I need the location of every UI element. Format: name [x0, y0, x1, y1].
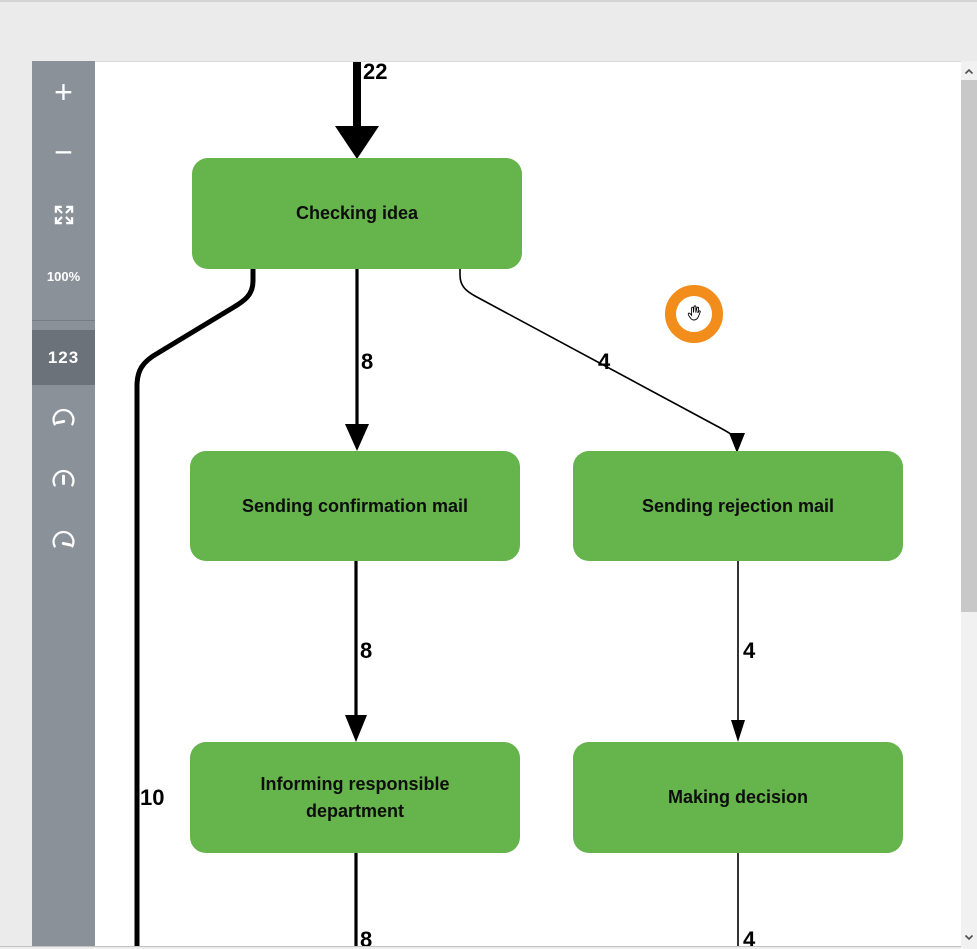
edge-label: 4: [598, 349, 611, 374]
edge-informing-down: 8: [354, 853, 372, 946]
performance-gauge-mid-button[interactable]: [32, 456, 95, 506]
edge-confirmation-to-informing: 8: [345, 561, 372, 742]
gauge-needle-left-icon: [52, 408, 75, 426]
process-diagram-canvas[interactable]: 22 8 4 10 8: [95, 61, 961, 946]
node-making-decision[interactable]: Making decision: [573, 742, 903, 853]
chevron-down-icon: [964, 934, 974, 940]
process-edges-layer: 22 8 4 10 8: [134, 62, 756, 946]
node-label: Sending rejection mail: [641, 495, 835, 516]
edge-label: 8: [360, 638, 372, 663]
chevron-up-icon: [964, 68, 974, 74]
edge-decision-down: 4: [737, 853, 756, 946]
edge-label: 8: [361, 349, 373, 374]
toolbar-divider: [32, 320, 95, 321]
node-label: Checking idea: [295, 203, 419, 223]
node-checking-idea[interactable]: Checking idea: [192, 158, 522, 269]
fit-to-screen-icon: [54, 205, 73, 225]
view-toolbar: + − 100% 123: [32, 61, 95, 949]
frequency-view-button[interactable]: 123: [32, 330, 95, 385]
gauge-needle-up-icon: [52, 469, 75, 487]
zoom-out-button[interactable]: −: [54, 133, 73, 170]
cursor-highlight-ring: [665, 285, 723, 343]
edge-start-to-checking-idea: 22: [335, 62, 387, 159]
edge-checking-to-confirmation: 8: [345, 269, 373, 451]
gauge-needle-right-icon: [52, 530, 75, 548]
edge-label: 8: [360, 927, 372, 946]
node-sending-rejection-mail[interactable]: Sending rejection mail: [573, 451, 903, 561]
node-label: Making decision: [667, 787, 809, 807]
zoom-in-button[interactable]: +: [54, 73, 73, 110]
edge-checking-bypass: 10: [134, 269, 256, 946]
node-label: Informing responsible department: [260, 773, 450, 821]
edge-checking-to-rejection: 4: [459, 269, 745, 453]
scroll-down-button[interactable]: [961, 928, 977, 945]
grab-hand-cursor-icon: [687, 305, 701, 321]
edge-label: 10: [140, 785, 164, 810]
fit-to-screen-button[interactable]: [32, 190, 95, 240]
edge-label: 22: [363, 62, 387, 84]
performance-gauge-low-button[interactable]: [32, 395, 95, 445]
performance-gauge-high-button[interactable]: [32, 517, 95, 567]
zoom-level-indicator[interactable]: 100%: [46, 268, 81, 284]
edge-rejection-to-decision: 4: [731, 561, 756, 742]
scroll-up-button[interactable]: [961, 63, 977, 80]
top-margin: [0, 0, 977, 61]
node-label: Sending confirmation mail: [241, 495, 469, 516]
node-sending-confirmation-mail[interactable]: Sending confirmation mail: [190, 451, 520, 561]
scrollbar-thumb[interactable]: [961, 80, 977, 612]
vertical-scrollbar[interactable]: [961, 61, 977, 949]
edge-label: 4: [743, 638, 756, 663]
horizontal-scrollbar-edge[interactable]: [0, 946, 961, 949]
node-informing-responsible-department[interactable]: Informing responsible department: [190, 742, 520, 853]
edge-label: 4: [743, 927, 756, 946]
